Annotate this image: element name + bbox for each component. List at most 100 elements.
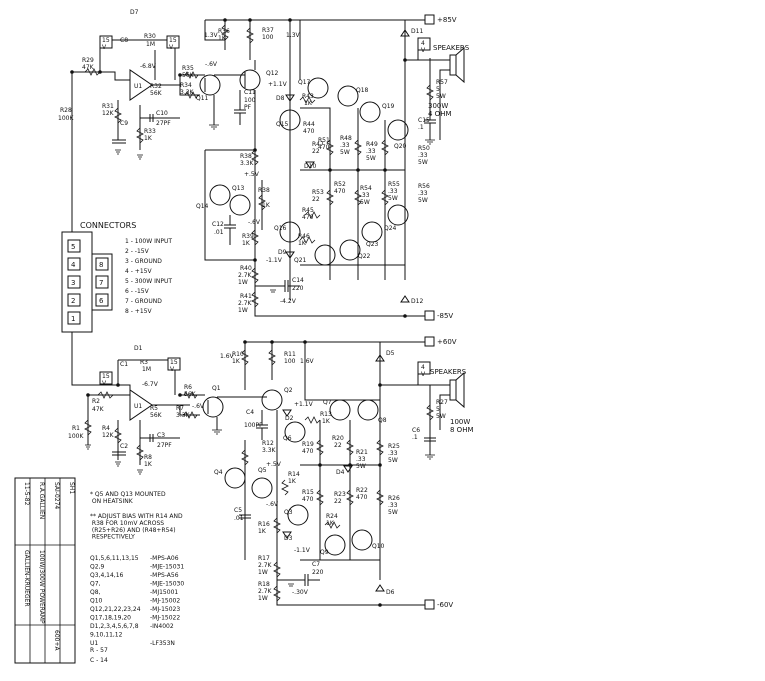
tb-company: GALLIEN-KRUEGER [23,550,30,607]
d11-label: D11 [411,28,423,35]
q14-label: Q14 [196,203,209,210]
q5-label: Q5 [258,467,267,474]
r5-label: R5 [150,405,158,412]
q11-label: Q11 [196,95,209,102]
q20-symbol [387,119,409,141]
r36-label: R36 [218,28,230,35]
q20-label: Q20 [394,143,407,150]
q10-label: Q10 [372,543,385,550]
r3-label: R3 [140,359,148,366]
pos-rail-terminal-top [424,14,435,25]
speaker-jack-top [449,54,457,76]
bom-table: Q1,5,6,11,13,15-MPS-A06Q2,9-MJE-15031Q3,… [90,555,184,647]
q2-symbol [261,389,283,411]
r1-value: 100K [68,433,84,440]
q23-symbol [361,221,383,243]
r24-value: 1K [326,520,335,527]
r14-value: 1K [288,478,297,485]
q12-label: Q12 [266,70,279,77]
v68-label: -6.8V [140,63,157,70]
r1-label: R1 [72,425,80,432]
connector-legend-7: 7 - GROUND [125,298,162,305]
r7-value: 3.3K [176,412,191,419]
c12-value: .01 [214,229,224,236]
v67-label: -6.7V [142,381,159,388]
q15-symbol [279,109,301,131]
d7-label: D7 [130,9,139,16]
pos-rail-label-bottom: +60V [437,338,457,346]
q6-symbol [284,421,306,443]
r4-value: 12K [102,432,115,439]
range-r: R - 57 [90,647,108,654]
r57-label: R57 [436,79,448,86]
q7-label: Q7 [323,399,332,406]
q4-symbol [224,467,246,489]
v15-box-bottom-a [99,371,113,385]
q15-label: Q15 [276,121,289,128]
r31-label: R31 [102,103,114,110]
c12-label: C12 [212,221,224,228]
bom-type-10: -LF353N [150,640,175,647]
r13-label: R13 [320,411,332,418]
r34-label: R34 [180,82,192,89]
note-heatsink: * Q5 AND Q13 MOUNTED ON HEATSINK [90,491,166,505]
r49-label: R49 [366,141,378,148]
q24-label: Q24 [384,225,397,232]
r46-value: 1K [298,240,307,247]
r28-value: 100K [58,115,74,122]
r50-label: R50 [418,145,430,152]
tb-drawn: R.A.GALLIEN [38,482,45,519]
tb-sh: SH1 [68,482,75,494]
r25-label: R25 [388,443,400,450]
neg-rail-terminal-bottom [424,599,435,610]
r10-value: 1K [232,358,241,365]
connector-legend-1: 1 - 100W INPUT [125,238,172,245]
r27-label: R27 [436,399,448,406]
q19-label: Q19 [382,103,395,110]
c11-label: C11 [244,89,256,96]
r31-value: 12K [102,110,115,117]
r10-label: R10 [232,351,244,358]
q11-symbol [199,74,221,96]
bom-part-5: Q10 [90,598,103,605]
r35-label: R35 [182,65,194,72]
speakers-label-top: SPEAKERS [433,44,470,52]
d4-label: D4 [336,469,345,476]
c14-label: C14 [292,277,304,284]
v30-bottom: -.30V [292,589,309,596]
r15-label: R15 [302,489,314,496]
d6-label: D6 [386,589,395,596]
pin-5 [67,239,81,253]
pin-4 [67,257,81,271]
pin-2 [67,293,81,307]
c5-label: C5 [234,507,242,514]
pin-1-label: 1 [71,315,75,323]
r11-value: 100 [284,358,296,365]
q21-symbol [314,244,336,266]
c6-label: C6 [412,427,420,434]
r44-label: R44 [303,121,315,128]
q18-symbol [337,85,359,107]
r35-value: 56K [182,72,195,79]
r53-label: R53 [312,189,324,196]
q7-symbol [329,399,351,421]
r15-value: 470 [302,496,314,503]
r21-label: R21 [356,449,368,456]
r33-value: 1K [144,135,153,142]
r19-value: 470 [302,448,314,455]
pin-2-label: 2 [71,297,75,305]
r23-label: R23 [334,491,346,498]
tb-title: 100W/300W POWERAMP [38,550,45,624]
q13-label: Q13 [232,185,245,192]
pin-5-label: 5 [71,243,75,251]
r36b-label: R38 [258,187,270,194]
